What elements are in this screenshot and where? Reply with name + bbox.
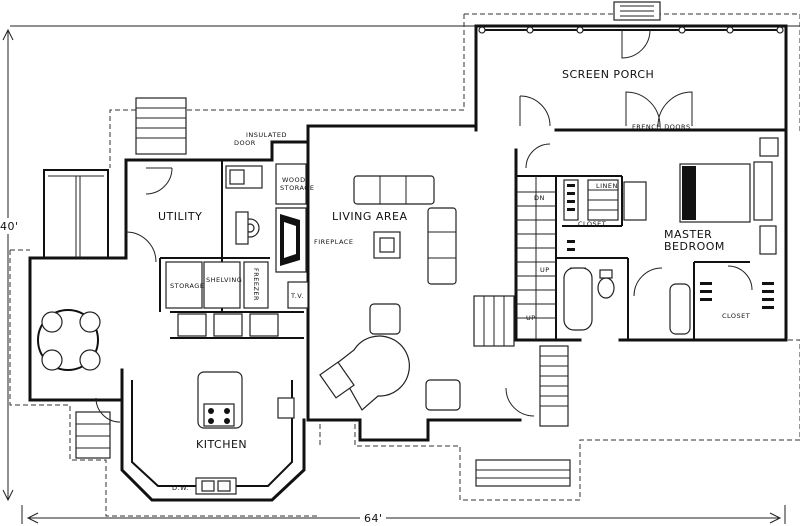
- wood-storage-label-1: WOOD: [282, 176, 306, 184]
- stairs-up-label-1: UP: [540, 266, 550, 274]
- screen-porch-label: SCREEN PORCH: [562, 68, 654, 81]
- dining-table: [37, 309, 101, 371]
- french-doors: [625, 91, 693, 127]
- tv-label: T.V.: [290, 292, 304, 300]
- dishwasher-label: D.W.: [172, 484, 189, 492]
- shelving-label: SHELVING: [206, 276, 242, 284]
- screen-porch: [474, 1, 788, 132]
- master-suite: [556, 137, 779, 340]
- kitchen-room: [95, 311, 304, 495]
- insulated-door-label-1: INSULATED: [246, 131, 287, 139]
- hanger-marks-2: [700, 282, 774, 309]
- insulated-door-label-2: DOOR: [234, 139, 256, 147]
- utility-label: UTILITY: [158, 210, 202, 223]
- utility-room: [125, 160, 270, 312]
- storage-label: STORAGE: [170, 282, 204, 290]
- master-bedroom-label-1: MASTER: [664, 228, 712, 241]
- freezer-label: FREEZER: [252, 268, 260, 301]
- staircase: [515, 143, 569, 427]
- fireplace-label: FIREPLACE: [314, 238, 353, 246]
- exterior-walls: [28, 124, 788, 502]
- stairs-down-label: DN: [534, 194, 545, 202]
- living-area-label: LIVING AREA: [332, 210, 408, 223]
- linen-label: LINEN: [596, 182, 618, 190]
- living-area: [319, 175, 461, 411]
- fireplace: [275, 207, 309, 309]
- hanger-marks-1: [567, 184, 575, 251]
- closet-stair-label: CLOSET: [578, 220, 606, 228]
- steps: [75, 97, 571, 487]
- stairs-up-label-2: UP: [526, 314, 536, 322]
- french-doors-label: FRENCH DOORS: [632, 123, 691, 131]
- side-deck: [43, 169, 109, 259]
- wood-storage-label-2: STORAGE: [280, 184, 314, 192]
- dimension-width-label: 64': [364, 512, 383, 525]
- kitchen-label: KITCHEN: [196, 438, 247, 451]
- closet-master-label: CLOSET: [722, 312, 750, 320]
- master-bedroom-label-2: BEDROOM: [664, 240, 725, 253]
- dimension-height-label: 40': [0, 220, 19, 233]
